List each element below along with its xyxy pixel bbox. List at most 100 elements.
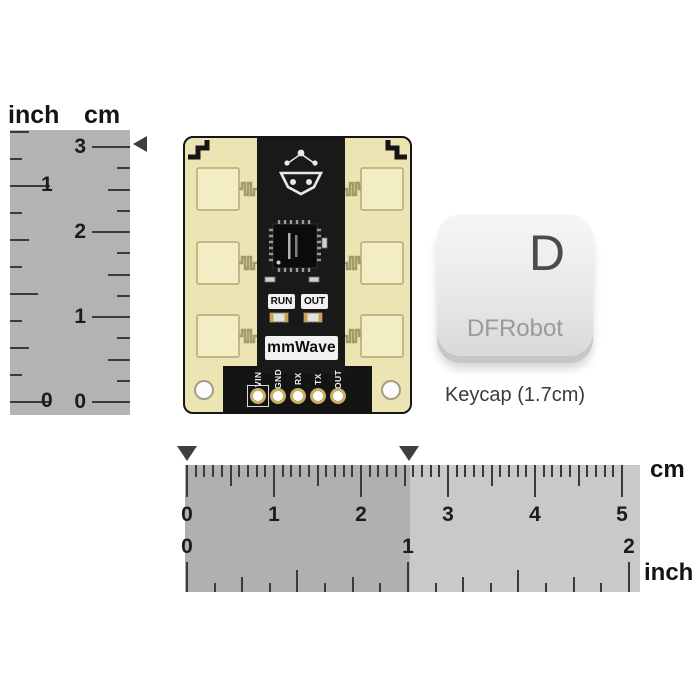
keycap-caption: Keycap (1.7cm) — [444, 384, 586, 406]
hruler-cm-tick — [499, 465, 502, 477]
vruler-cm-tick — [92, 316, 130, 318]
board-graphics — [185, 138, 410, 412]
hruler-cm-tick — [438, 465, 441, 477]
hruler-inch-tick — [241, 577, 244, 592]
vruler-inch-tick — [10, 131, 29, 134]
vruler-inch-tick — [10, 266, 22, 269]
pin-hole-rx — [290, 388, 306, 404]
keycap: D DFRobot — [437, 214, 593, 356]
board-height-marker-icon — [133, 136, 147, 152]
vruler-cm-tick — [117, 252, 130, 255]
hruler-cm-number: 4 — [529, 503, 541, 526]
hruler-cm-tick — [255, 465, 258, 477]
hruler-cm-tick — [534, 465, 536, 497]
vruler-inch-tick — [10, 293, 38, 296]
vruler-inch-tick — [10, 374, 22, 376]
hruler-cm-tick — [420, 465, 423, 477]
vruler-cm-tick — [117, 337, 130, 340]
hruler-cm-number: 5 — [616, 503, 628, 526]
horizontal-ruler-inch-label: inch — [644, 559, 694, 586]
mounting-hole — [381, 380, 401, 400]
hruler-cm-tick — [229, 465, 232, 486]
hruler-cm-tick — [586, 465, 589, 477]
hruler-cm-tick — [447, 465, 449, 497]
hruler-cm-tick — [551, 465, 554, 477]
vruler-cm-number: 3 — [74, 135, 86, 158]
hruler-inch-number: 0 — [181, 535, 193, 558]
vruler-cm-tick — [92, 146, 130, 148]
hruler-cm-tick — [568, 465, 571, 477]
hruler-cm-tick — [203, 465, 206, 477]
hruler-cm-tick — [377, 465, 380, 477]
hruler-cm-tick — [194, 465, 197, 477]
mounting-hole — [194, 380, 214, 400]
corner-notch — [385, 140, 407, 160]
vruler-inch-tick — [10, 401, 50, 403]
vruler-inch-tick — [10, 239, 29, 242]
hruler-cm-tick — [316, 465, 319, 486]
hruler-inch-tick — [627, 562, 630, 592]
vruler-cm-tick — [92, 231, 130, 233]
hruler-inch-tick — [186, 562, 188, 592]
vertical-ruler-inch-label: inch — [8, 101, 60, 129]
corner-notch — [188, 140, 210, 160]
hruler-cm-tick — [621, 465, 623, 497]
vertical-ruler-cm-label: cm — [84, 101, 121, 129]
hruler-cm-tick — [473, 465, 476, 477]
hruler-cm-number: 1 — [268, 503, 280, 526]
hruler-inch-tick — [379, 583, 382, 592]
hruler-cm-tick — [412, 465, 415, 477]
hruler-inch-tick — [545, 583, 548, 592]
pin-hole-out — [330, 388, 346, 404]
hruler-inch-number: 2 — [623, 535, 635, 558]
board-width-marker-right-icon — [399, 446, 419, 461]
hruler-inch-number: 1 — [402, 535, 414, 558]
pin-square-pad — [247, 385, 269, 407]
hruler-cm-tick — [525, 465, 528, 477]
vruler-inch-tick — [10, 212, 22, 215]
hruler-cm-tick — [481, 465, 484, 477]
out-led-label: OUT — [301, 294, 328, 309]
hruler-inch-tick — [213, 583, 216, 592]
meander-traces — [239, 181, 361, 344]
hruler-cm-tick — [394, 465, 397, 477]
hruler-cm-tick — [594, 465, 597, 477]
hruler-cm-tick — [360, 465, 362, 497]
hruler-inch-tick — [351, 577, 354, 592]
hruler-cm-tick — [307, 465, 310, 477]
hruler-inch-tick — [572, 577, 575, 592]
vruler-inch-tick — [10, 347, 29, 350]
vruler-cm-tick — [117, 167, 130, 170]
hruler-cm-tick — [516, 465, 519, 477]
vruler-inch-tick — [10, 320, 22, 323]
hruler-cm-tick — [273, 465, 275, 497]
pin-hole-vin — [250, 388, 266, 404]
hruler-cm-number: 2 — [355, 503, 367, 526]
hruler-inch-tick — [434, 583, 437, 592]
vruler-cm-number: 1 — [74, 305, 86, 328]
board-width-marker-left-icon — [177, 446, 197, 461]
hruler-inch-tick — [517, 570, 520, 592]
hruler-cm-tick — [325, 465, 328, 477]
horizontal-ruler-cm-label: cm — [650, 456, 685, 483]
hruler-cm-tick — [351, 465, 354, 477]
vruler-cm-tick — [117, 294, 130, 297]
mmwave-silkscreen-label: mmWave — [265, 336, 338, 360]
hruler-inch-tick — [324, 583, 327, 592]
passive-components — [264, 237, 328, 283]
hruler-cm-tick — [612, 465, 615, 477]
hruler-cm-tick — [281, 465, 284, 477]
hruler-cm-tick — [368, 465, 371, 477]
vruler-cm-tick — [108, 273, 130, 276]
hruler-cm-tick — [212, 465, 215, 477]
vruler-inch-tick — [10, 185, 50, 188]
vruler-cm-number: 2 — [74, 220, 86, 243]
radar-chip — [269, 220, 321, 272]
vruler-cm-tick — [117, 209, 130, 212]
hruler-cm-tick — [246, 465, 249, 477]
hruler-cm-number: 0 — [181, 503, 193, 526]
hruler-cm-tick — [577, 465, 580, 486]
hruler-cm-tick — [299, 465, 302, 477]
hruler-cm-tick — [386, 465, 389, 477]
